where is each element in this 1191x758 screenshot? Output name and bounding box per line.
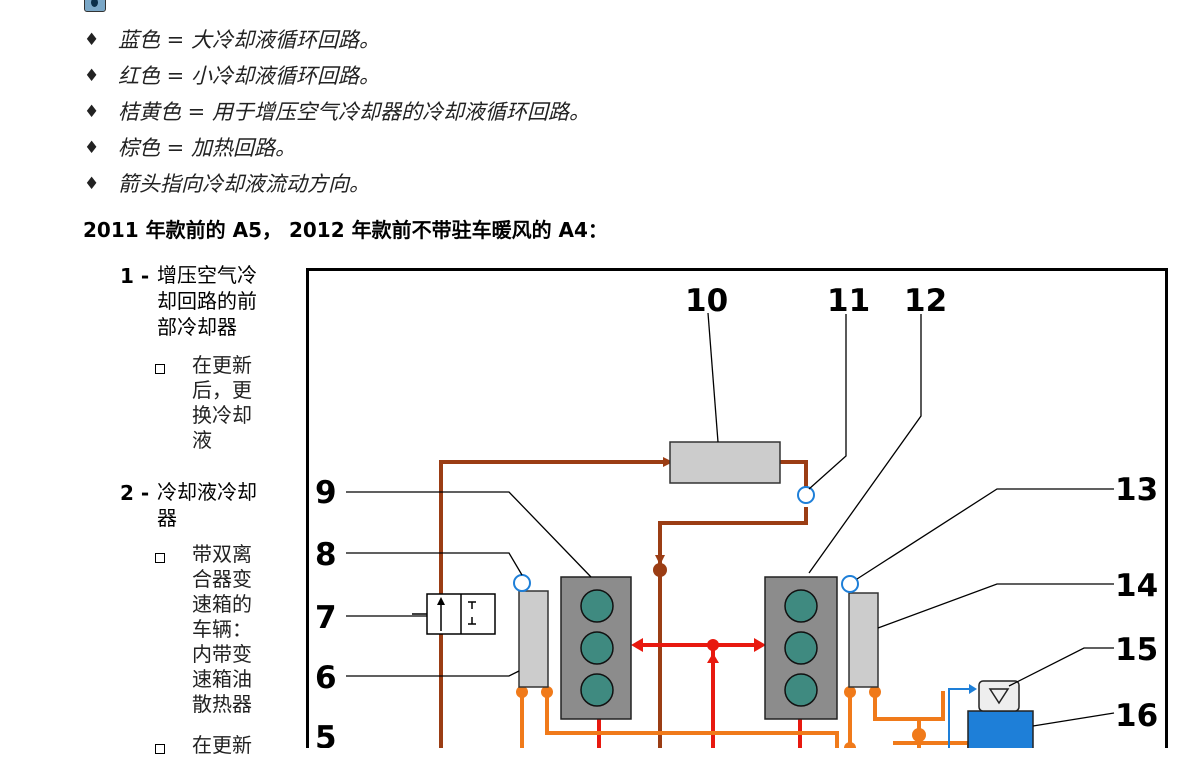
color-legend: ♦ 蓝色 = 大冷却液循环回路。 ♦ 红色 = 小冷却液循环回路。 ♦ 桔黄色 = 用… xyxy=(82,22,590,202)
cylinder xyxy=(784,589,818,623)
legend-item: ♦ 红色 = 小冷却液循环回路。 xyxy=(82,58,590,94)
legend-item: ♦ 棕色 = 加热回路。 xyxy=(82,130,590,166)
diagram-label: 11 xyxy=(827,283,870,319)
junction-dot xyxy=(912,728,926,742)
section-heading: 2011 年款前的 A5， 2012 年款前不带驻车暖风的 A4： xyxy=(83,218,608,242)
blue-pipe xyxy=(948,688,969,748)
cylinder xyxy=(784,673,818,707)
bullet-icon: ♦ xyxy=(84,138,100,158)
orange-pipe xyxy=(545,693,839,748)
flow-arrow-icon xyxy=(707,653,719,663)
heating-pipe xyxy=(439,460,669,748)
heating-circuit xyxy=(439,460,808,748)
flow-arrow-icon xyxy=(663,457,673,467)
flow-arrow-icon xyxy=(754,638,766,652)
left-cooler xyxy=(518,590,549,688)
heating-pipe xyxy=(779,460,808,495)
bullet-icon: ♦ xyxy=(84,66,100,86)
heating-pipe xyxy=(658,507,808,748)
checkbox-icon xyxy=(155,553,165,563)
orange-pipe xyxy=(875,691,945,721)
diagram-label: 7 xyxy=(315,600,337,636)
vent-valve-icon xyxy=(513,574,531,592)
junction-dot xyxy=(844,742,856,748)
flow-arrow-icon xyxy=(969,684,977,694)
junction-dot xyxy=(869,686,881,698)
bullet-icon: ♦ xyxy=(84,30,100,50)
legend-text: 红色 = 小冷却液循环回路。 xyxy=(118,64,380,88)
legend-item: ♦ 桔黄色 = 用于增压空气冷却器的冷却液循环回路。 xyxy=(82,94,590,130)
diagram-label: 5 xyxy=(315,720,337,748)
diagram-label: 10 xyxy=(685,283,728,319)
legend-text: 桔黄色 = 用于增压空气冷却器的冷却液循环回路。 xyxy=(118,100,590,124)
diagram-label: 6 xyxy=(315,660,337,696)
diagram-svg: 5 6 7 8 9 10 11 12 13 14 15 16 xyxy=(315,283,1158,748)
cylinder xyxy=(580,631,614,665)
part-title: 增压空气冷却回路的前部冷却器 xyxy=(157,263,257,339)
legend-item: ♦ 蓝色 = 大冷却液循环回路。 xyxy=(82,22,590,58)
legend-text: 棕色 = 加热回路。 xyxy=(118,136,296,160)
triangle-icon xyxy=(988,688,1010,705)
junction-dot xyxy=(541,686,553,698)
legend-text: 蓝色 = 大冷却液循环回路。 xyxy=(118,28,380,52)
part-number: 2 - xyxy=(120,481,150,505)
diagram-labels: 5 6 7 8 9 10 11 12 13 14 15 16 xyxy=(315,283,1158,748)
bullet-icon: ♦ xyxy=(84,102,100,122)
diagram-label: 15 xyxy=(1115,632,1158,668)
heater-core xyxy=(669,441,781,484)
leader-lines xyxy=(346,312,1115,727)
top-icon xyxy=(84,0,106,12)
checkbox-icon xyxy=(155,744,165,754)
cooling-system-diagram: 5 6 7 8 9 10 11 12 13 14 15 16 xyxy=(306,268,1168,748)
junction-dot xyxy=(653,563,667,577)
diagram-label: 8 xyxy=(315,537,337,573)
part-note: 在更新 xyxy=(192,733,252,757)
part-number: 1 - xyxy=(120,264,150,288)
part-title: 冷却液冷却器 xyxy=(157,480,257,530)
bullet-icon: ♦ xyxy=(84,174,100,194)
orange-pipe xyxy=(893,741,971,748)
diagram-label: 14 xyxy=(1115,568,1158,604)
shutoff-valve xyxy=(412,593,496,635)
diagram-label: 13 xyxy=(1115,472,1158,508)
checkbox-icon xyxy=(155,364,165,374)
diagram-label: 9 xyxy=(315,475,337,511)
right-cooler xyxy=(848,592,879,688)
legend-text: 箭头指向冷却液流动方向。 xyxy=(118,172,370,196)
part-note: 在更新后，更换冷却液 xyxy=(192,353,252,452)
vent-valve-icon xyxy=(797,486,815,504)
cylinder xyxy=(784,631,818,665)
coolant-tank xyxy=(967,710,1034,748)
flow-arrow-icon xyxy=(631,638,643,652)
diagram-label: 12 xyxy=(904,283,947,319)
junction-dot xyxy=(516,686,528,698)
part-note: 带双离合器变速箱的车辆：内带变速箱油散热器 xyxy=(192,542,252,716)
cylinder xyxy=(580,589,614,623)
junction-dot xyxy=(707,639,719,651)
tank-cap xyxy=(978,680,1020,712)
flow-arrow-icon xyxy=(655,555,665,565)
junction-dot xyxy=(844,686,856,698)
vent-valve-icon xyxy=(841,575,859,593)
cylinder xyxy=(580,673,614,707)
legend-item: ♦ 箭头指向冷却液流动方向。 xyxy=(82,166,590,202)
diagram-label: 16 xyxy=(1115,698,1158,734)
